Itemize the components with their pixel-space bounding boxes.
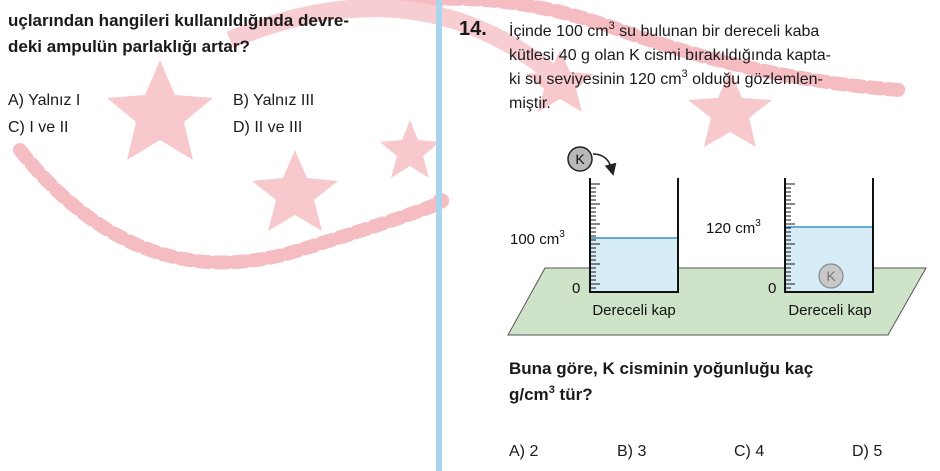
left-level-label: 100 cm3 bbox=[510, 229, 565, 248]
question-prompt-line-1: Buna göre, K cisminin yoğunluğu kaç bbox=[509, 359, 814, 378]
object-k-label: K bbox=[575, 151, 585, 167]
previous-option-b[interactable]: B) Yalnız III bbox=[233, 92, 315, 109]
column-divider bbox=[436, 0, 442, 471]
previous-option-d[interactable]: D) II ve III bbox=[233, 119, 303, 136]
right-container-walls bbox=[784, 178, 874, 293]
watermark-star-3 bbox=[380, 120, 440, 178]
right-zero-label: 0 bbox=[768, 280, 776, 297]
question-line-3-sup: 3 bbox=[681, 68, 688, 80]
left-container-walls bbox=[589, 178, 679, 293]
left-container-water bbox=[590, 238, 678, 292]
left-level-value: 100 cm bbox=[510, 231, 559, 248]
answer-option-a[interactable]: A) 2 bbox=[509, 443, 539, 460]
question-line-1-post: su bulunan bir dereceli kaba bbox=[614, 23, 820, 40]
experiment-figure: K K 100 cm3 120 cm3 0 0 Dereceli kap Der… bbox=[507, 146, 927, 336]
question-line-3: ki su seviyesinin 120 cm3 olduğu gözleml… bbox=[509, 68, 929, 92]
left-scale-ticks bbox=[591, 183, 600, 289]
previous-option-a[interactable]: A) Yalnız I bbox=[8, 92, 81, 109]
question-line-1-sup: 3 bbox=[608, 20, 615, 32]
answer-option-c[interactable]: C) 4 bbox=[734, 443, 765, 460]
answer-option-b[interactable]: B) 3 bbox=[617, 443, 647, 460]
drop-arrow bbox=[592, 153, 617, 176]
left-container-label: Dereceli kap bbox=[592, 302, 675, 319]
question-text: İçinde 100 cm3 su bulunan bir dereceli k… bbox=[509, 20, 929, 116]
watermark-star-1 bbox=[107, 60, 213, 160]
previous-option-c[interactable]: C) I ve II bbox=[8, 119, 69, 136]
left-level-sup: 3 bbox=[559, 229, 565, 240]
object-k-submerged bbox=[818, 263, 844, 289]
question-line-1: İçinde 100 cm3 su bulunan bir dereceli k… bbox=[509, 20, 929, 44]
watermark-star-2 bbox=[252, 150, 338, 231]
question-line-1-pre: İçinde 100 cm bbox=[509, 23, 609, 40]
object-k-submerged-label: K bbox=[826, 268, 836, 284]
right-level-sup: 3 bbox=[755, 218, 761, 229]
question-prompt-line-2: g/cm3 tür? bbox=[509, 382, 929, 408]
right-level-value: 120 cm bbox=[706, 220, 755, 237]
question-prompt: Buna göre, K cisminin yoğunluğu kaç g/cm… bbox=[509, 356, 929, 408]
question-line-3-post: olduğu gözlemlen- bbox=[687, 71, 823, 88]
previous-question-line-2: deki ampulün parlaklığı artar? bbox=[8, 37, 250, 56]
watermark-arc-left bbox=[13, 143, 450, 270]
question-line-2: kütlesi 40 g olan K cismi bırakıldığında… bbox=[509, 47, 831, 64]
right-level-label: 120 cm3 bbox=[706, 218, 761, 237]
object-k bbox=[567, 146, 593, 172]
right-container-label: Dereceli kap bbox=[788, 302, 871, 319]
question-prompt-unit: g/cm bbox=[509, 385, 549, 404]
previous-question-text: uçlarından hangileri kullanıldığında dev… bbox=[8, 8, 428, 60]
previous-question-line-1: uçlarından hangileri kullanıldığında dev… bbox=[8, 11, 350, 30]
question-prompt-unit-sup: 3 bbox=[548, 384, 555, 396]
question-line-4: miştir. bbox=[509, 95, 551, 112]
question-prompt-suffix: tür? bbox=[554, 385, 593, 404]
right-scale-ticks bbox=[786, 183, 795, 289]
left-zero-label: 0 bbox=[572, 280, 580, 297]
question-number: 14. bbox=[459, 18, 487, 40]
answer-option-d[interactable]: D) 5 bbox=[852, 443, 883, 460]
question-line-3-pre: ki su seviyesinin 120 cm bbox=[509, 71, 682, 88]
